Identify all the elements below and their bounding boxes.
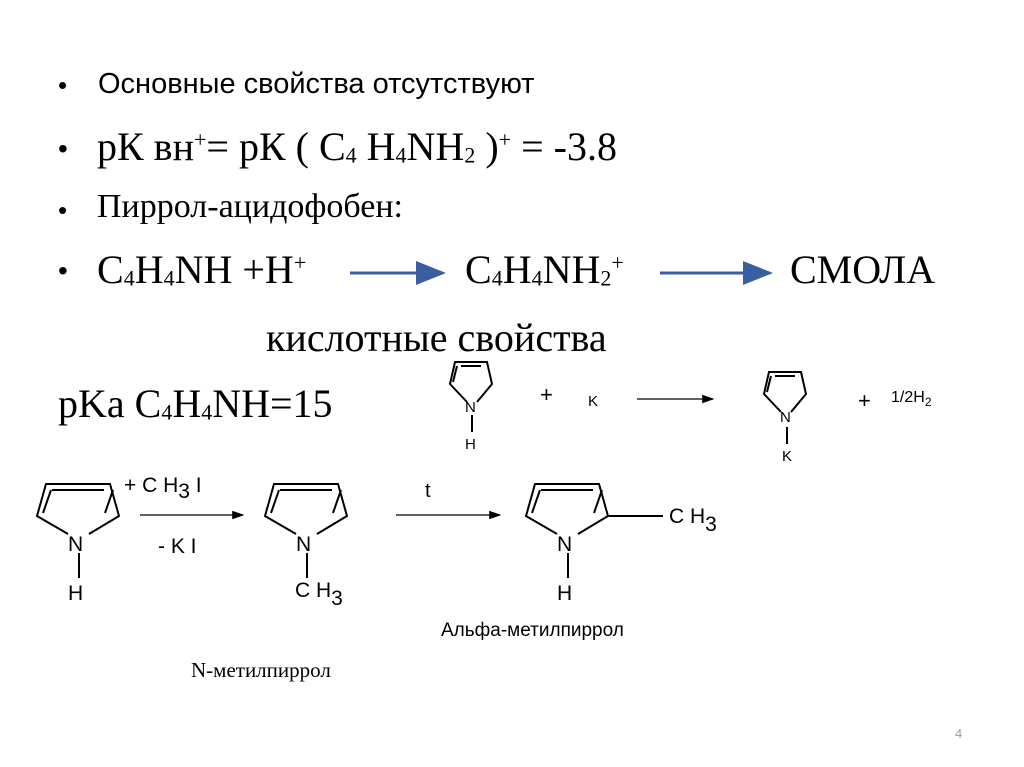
caption-n-methylpyrrole: N-метилпиррол [191,658,331,682]
reagent-methyl-iodide: + C H3 I [124,474,202,503]
heat-symbol: t [425,480,431,502]
caption-alpha-methylpyrrole: Альфа-метилпиррол [441,620,624,641]
atom-n-3: N [68,533,83,556]
plus-sign-2: + [858,388,871,413]
line-basic-properties: Основные свойства отсутствуют [98,68,535,100]
pyrrole-ring-3 [35,483,121,578]
bullet-3: • [58,195,68,225]
atom-n-4: N [296,533,311,556]
line-pk-value: рК вн+= рК ( С4 Н4NH2 )+ = -3.8 [97,124,617,169]
bullet-1: • [58,70,68,100]
reaction-reactant: С4Н4NH +Н+ [97,247,307,292]
pyrrole-ring-1 [448,361,494,432]
bullet-4: • [58,255,68,286]
line-acidophobe: Пиррол-ацидофобен: [97,188,403,225]
bullet-2: • [58,133,68,164]
line-acid-properties: кислотные свойства [266,315,607,360]
byproduct-ki: - K I [158,535,197,558]
atom-k-2: K [782,448,792,465]
atom-n-2: N [780,409,791,426]
methyl-group-n: C H3 [295,579,343,610]
reagent-k: K [588,393,598,410]
half-hydrogen: 1/2H2 [891,389,932,409]
atom-n-5: N [557,533,572,556]
atom-h-1: H [465,436,476,453]
atom-h-5: H [557,582,572,605]
atom-h-3: H [68,582,83,605]
line-pka: pKa С4Н4NH=15 [58,381,333,426]
atom-n-1: N [465,399,476,416]
pyrrole-ring-5 [524,483,663,578]
reaction-product-resin: СМОЛА [790,247,936,292]
pyrrole-ring-4 [263,483,349,578]
page-number: 4 [955,726,963,741]
methyl-group-c: C H3 [669,505,717,536]
plus-sign-1: + [540,382,553,407]
reaction-intermediate: С4Н4NH2+ [465,247,624,292]
pyrrole-ring-2 [762,371,808,444]
